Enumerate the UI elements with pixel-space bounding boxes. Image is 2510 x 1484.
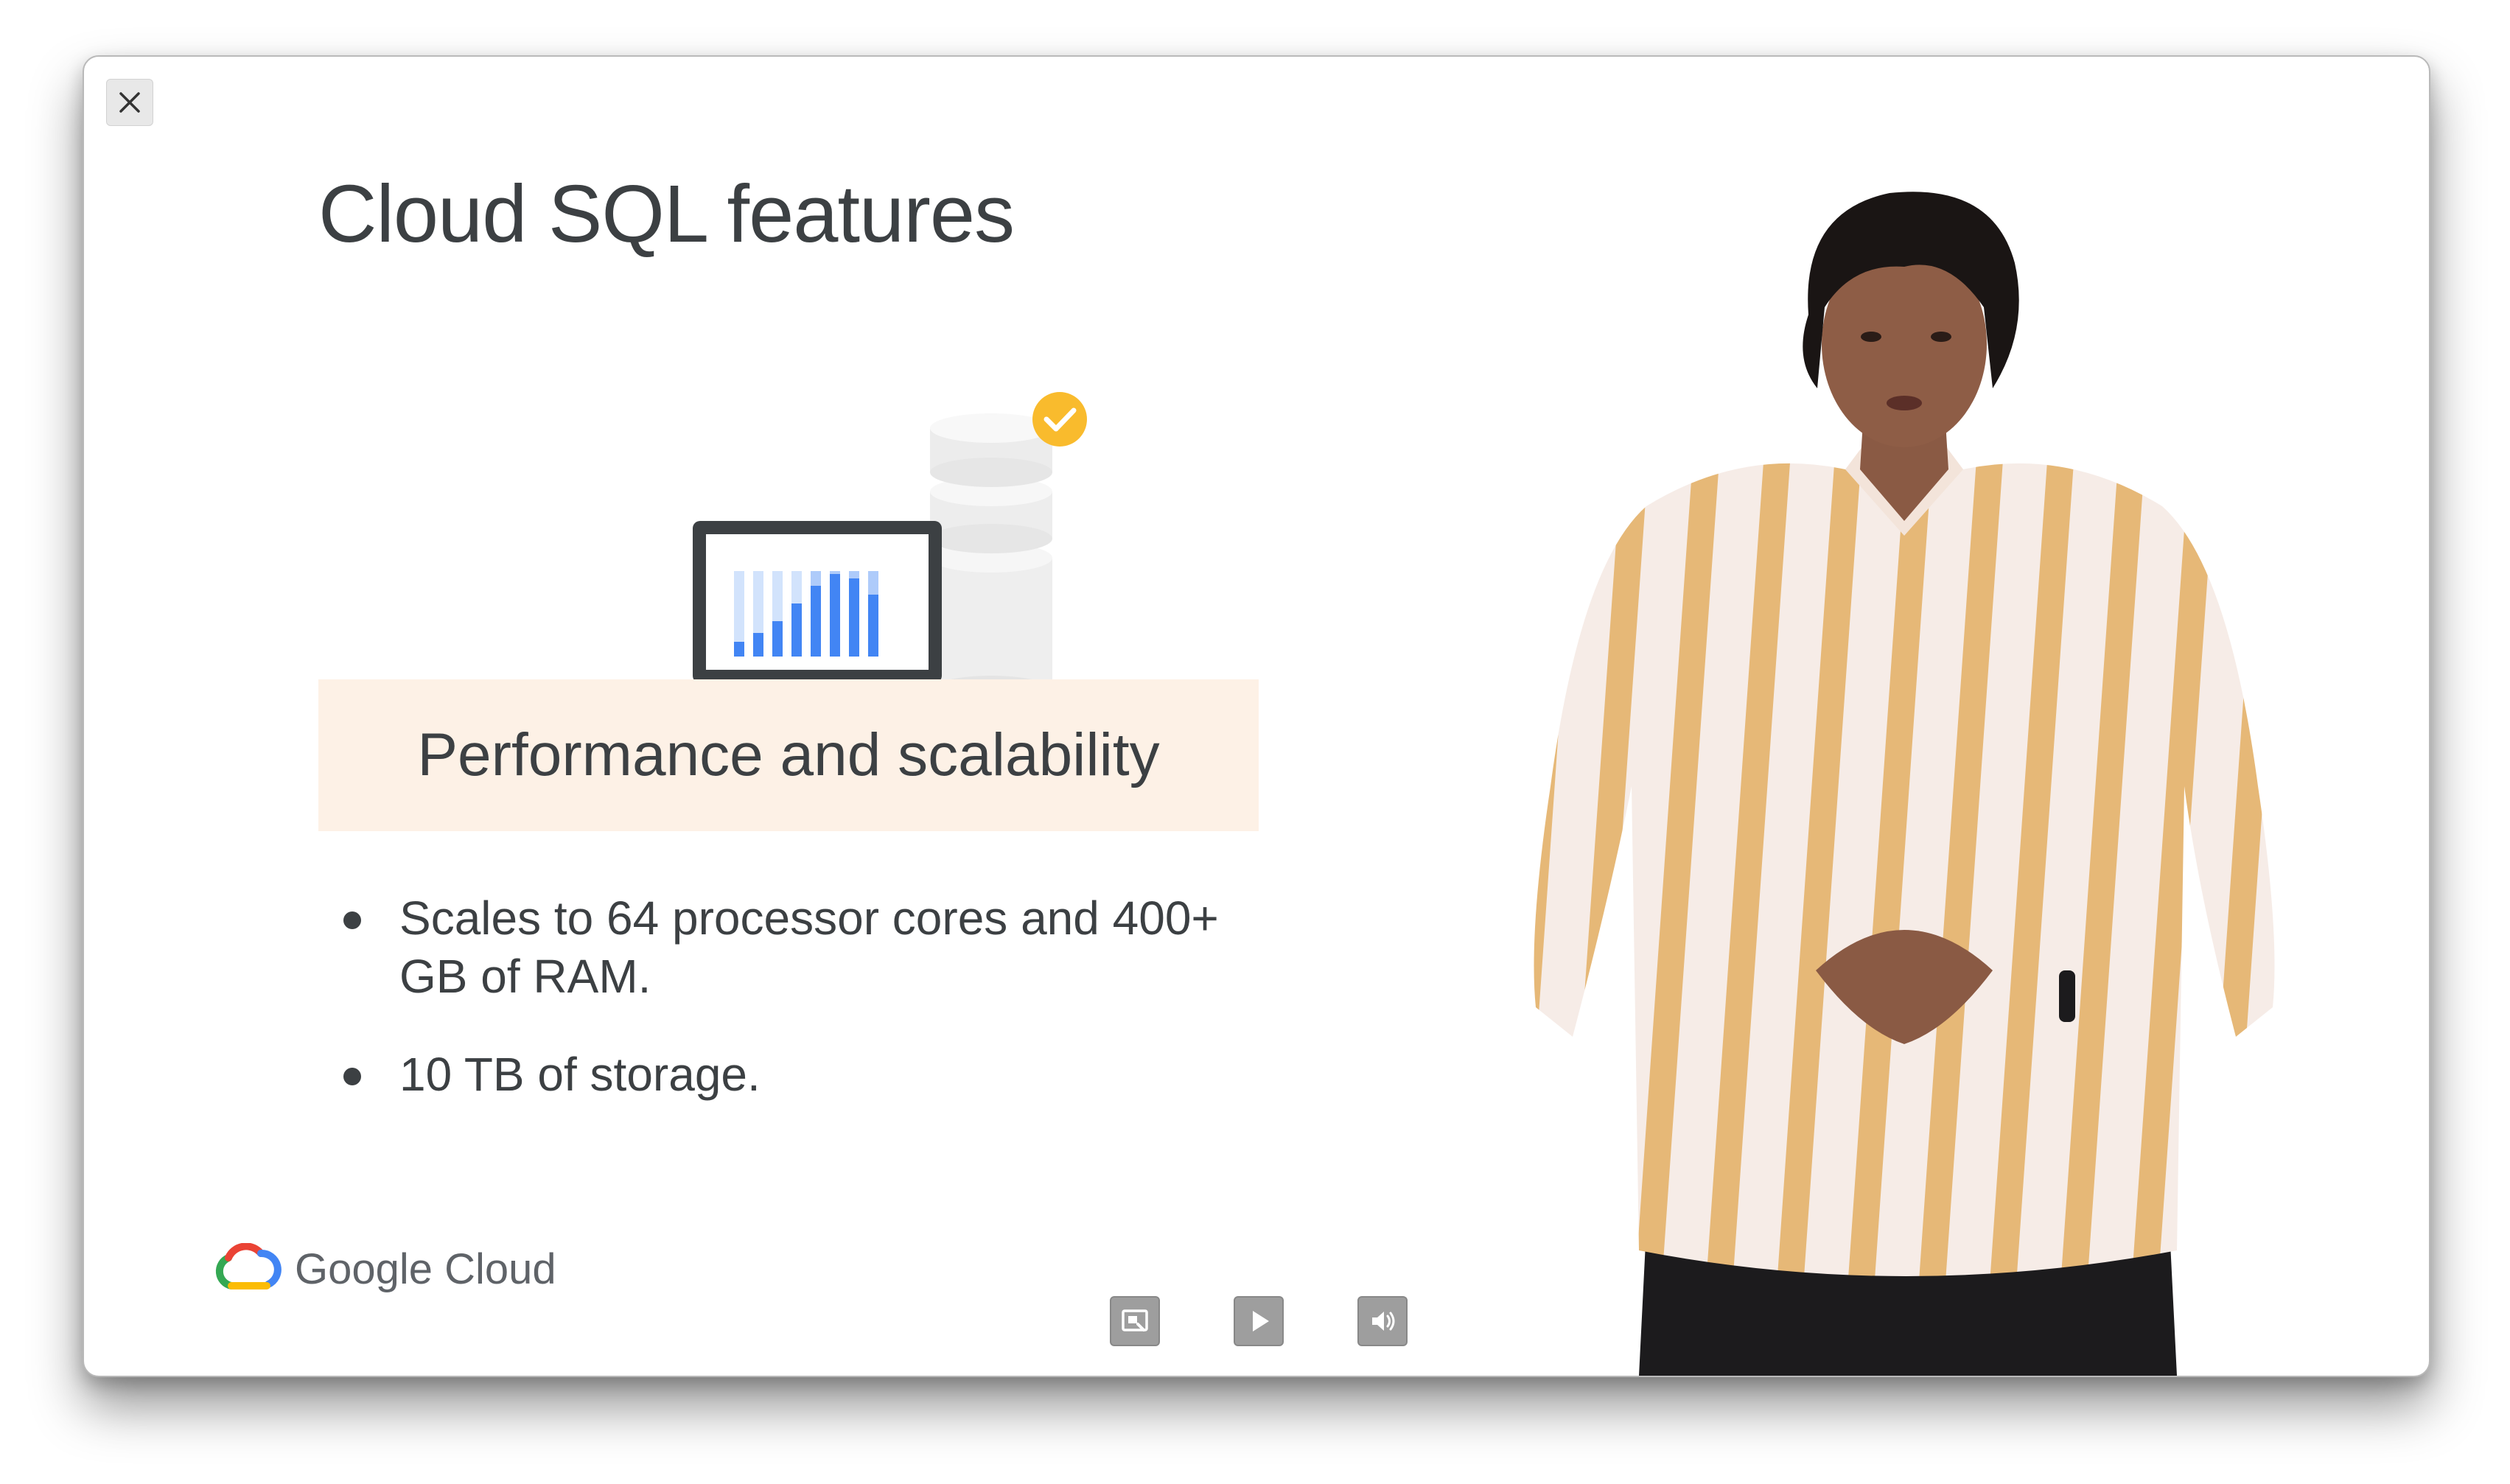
feature-heading: Performance and scalability [417, 721, 1160, 788]
bullet-list: Scales to 64 processor cores and 400+ GB… [327, 889, 1248, 1144]
bullet-text: 10 TB of storage. [399, 1048, 761, 1101]
bullet-dot-icon [343, 911, 361, 929]
google-cloud-logo: Google Cloud [215, 1243, 556, 1295]
bullet-dot-icon [343, 1068, 361, 1085]
play-button[interactable] [1234, 1296, 1284, 1346]
logo-wordmark: Google Cloud [295, 1245, 556, 1293]
video-player-window: Cloud SQL features [83, 55, 2430, 1377]
close-icon [119, 92, 140, 113]
feature-banner: Performance and scalability [318, 679, 1259, 831]
play-icon [1253, 1311, 1269, 1331]
laptop-database-illustration [656, 392, 1087, 705]
player-controls [1110, 1296, 1408, 1346]
bullet-item: Scales to 64 processor cores and 400+ GB… [327, 889, 1248, 1006]
bullet-text: Scales to 64 processor cores and 400+ GB… [399, 892, 1219, 1003]
transcript-button[interactable] [1110, 1296, 1160, 1346]
volume-icon [1372, 1312, 1395, 1331]
bullet-item: 10 TB of storage. [327, 1046, 1248, 1104]
presenter-video-frame [1534, 192, 2275, 1376]
laptop-icon [656, 521, 980, 696]
transcript-icon [1122, 1309, 1148, 1331]
close-button[interactable] [106, 79, 153, 126]
slide-title: Cloud SQL features [318, 169, 1015, 259]
google-cloud-icon [215, 1243, 282, 1289]
check-badge-icon [1032, 392, 1087, 447]
database-icon [930, 413, 1052, 705]
volume-button[interactable] [1357, 1296, 1408, 1346]
